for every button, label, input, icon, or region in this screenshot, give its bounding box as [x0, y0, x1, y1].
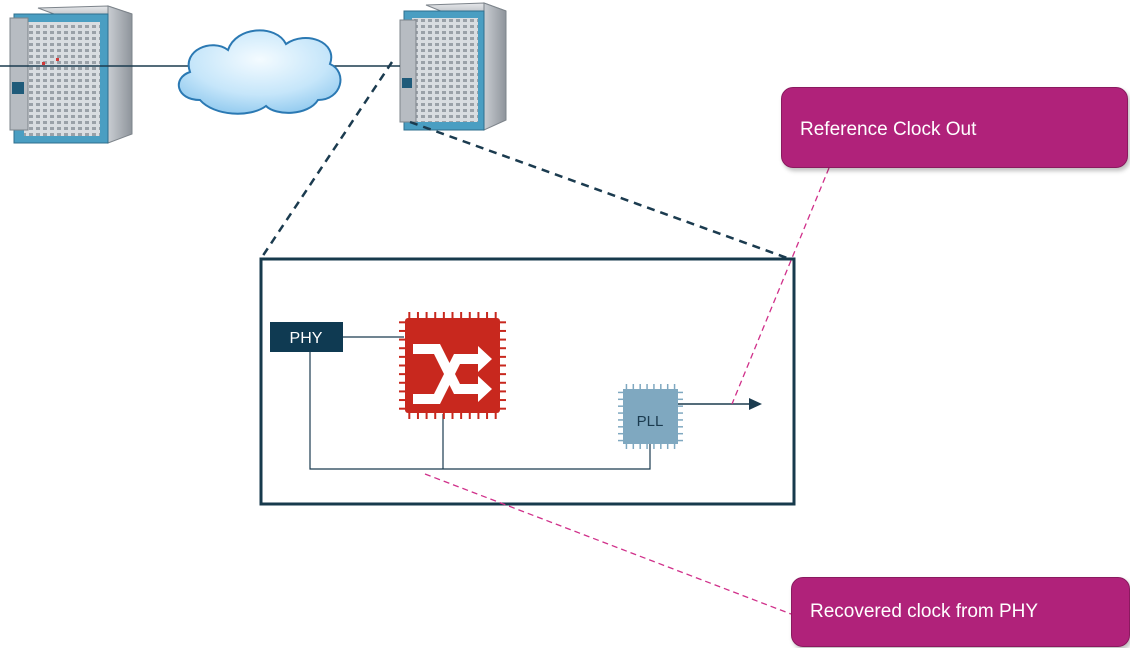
switch-chip-icon [399, 312, 506, 419]
ref-clock-connector [731, 167, 830, 405]
server-rack-icon [9, 5, 133, 144]
phy-label: PHY [290, 330, 323, 347]
recovered-clock-path [309, 352, 651, 470]
recovered-clock-callout: Recovered clock from PHY [791, 577, 1130, 647]
phy-block: PHY [270, 322, 343, 352]
callout-label: Recovered clock from PHY [810, 601, 1039, 622]
cloud-icon [177, 29, 342, 115]
zoom-line-left [260, 61, 394, 258]
line-card-box [259, 257, 796, 506]
callout-label: Reference Clock Out [800, 119, 977, 140]
server-rack-icon [399, 2, 507, 131]
reference-clock-out-callout: Reference Clock Out [781, 87, 1128, 168]
pll-chip-icon: PLL [618, 384, 683, 449]
zoom-line-right [409, 120, 791, 261]
arrow-icon [678, 398, 762, 410]
pll-label: PLL [637, 413, 664, 430]
recovered-clock-connector [424, 473, 792, 615]
